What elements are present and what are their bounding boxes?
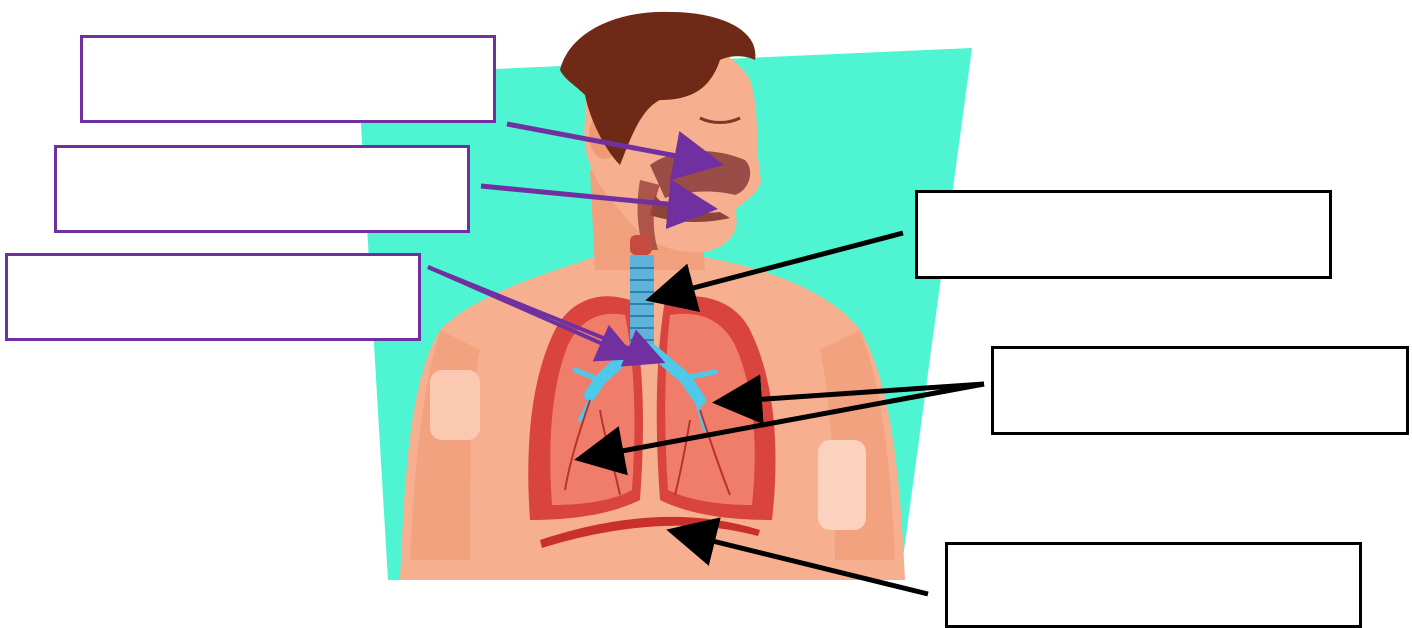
arm-highlight-right — [818, 440, 866, 530]
label-box-mouth[interactable] — [54, 145, 470, 233]
label-box-nose[interactable] — [80, 35, 496, 123]
label-box-diaphragm[interactable] — [945, 542, 1362, 628]
label-box-lungs[interactable] — [991, 346, 1409, 435]
arm-highlight-left — [430, 370, 480, 440]
label-box-trachea[interactable] — [915, 190, 1332, 279]
label-box-bronchi[interactable] — [5, 253, 421, 341]
larynx — [630, 235, 652, 255]
